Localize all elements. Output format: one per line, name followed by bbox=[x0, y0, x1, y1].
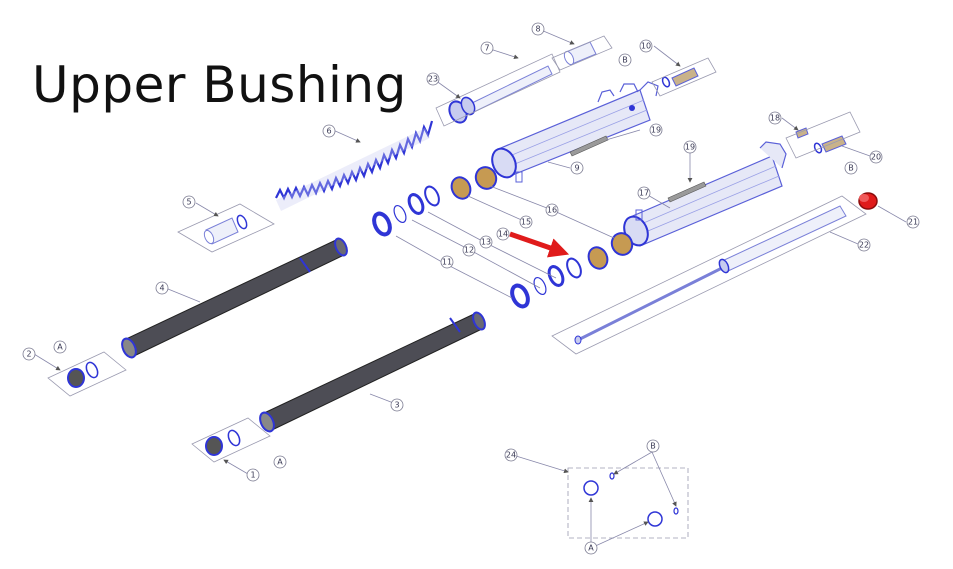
callout-b-right: B bbox=[844, 161, 858, 175]
callout-6: 6 bbox=[322, 124, 336, 138]
callout-2: 2 bbox=[22, 347, 36, 361]
upper-leg-9 bbox=[491, 81, 659, 183]
svg-text:22: 22 bbox=[859, 241, 869, 250]
lower-tube-4 bbox=[121, 237, 348, 359]
decal-19b bbox=[667, 181, 707, 203]
svg-text:1: 1 bbox=[250, 471, 255, 480]
callout-18: 18 bbox=[768, 111, 782, 125]
ring-upper bbox=[424, 185, 440, 207]
svg-text:18: 18 bbox=[770, 114, 780, 123]
callout-10: 10 bbox=[639, 39, 653, 53]
bottom-nut-1 bbox=[205, 429, 241, 456]
svg-text:14: 14 bbox=[498, 230, 508, 239]
svg-text:2: 2 bbox=[26, 350, 31, 359]
callout-21: 21 bbox=[906, 215, 920, 229]
svg-text:A: A bbox=[588, 544, 594, 553]
kit-24-box bbox=[567, 467, 689, 539]
callout-12: 12 bbox=[462, 243, 476, 257]
callout-14: 14 bbox=[496, 227, 510, 241]
svg-text:B: B bbox=[650, 442, 656, 451]
svg-text:A: A bbox=[57, 343, 63, 352]
clip-12-upper bbox=[393, 204, 407, 224]
washer-13-upper bbox=[407, 193, 425, 215]
callout-5: 5 bbox=[182, 195, 196, 209]
svg-text:B: B bbox=[848, 164, 854, 173]
callout-9: 9 bbox=[570, 161, 584, 175]
part-5 bbox=[203, 214, 248, 245]
callout-16: 16 bbox=[545, 203, 559, 217]
svg-text:5: 5 bbox=[186, 198, 191, 207]
svg-text:6: 6 bbox=[326, 127, 331, 136]
callout-11: 11 bbox=[440, 255, 454, 269]
diagram-title: Upper Bushing bbox=[32, 56, 407, 114]
callout-8: 8 bbox=[531, 22, 545, 36]
svg-text:A: A bbox=[277, 458, 283, 467]
callout-1: 1 bbox=[246, 468, 260, 482]
part-21-highlighted bbox=[858, 192, 878, 210]
callout-3: 3 bbox=[390, 398, 404, 412]
callout-24: 24 bbox=[504, 448, 518, 462]
washer-13-lower bbox=[547, 265, 565, 287]
callout-4: 4 bbox=[155, 281, 169, 295]
svg-text:19: 19 bbox=[651, 126, 661, 135]
callout-17: 17 bbox=[637, 186, 651, 200]
svg-text:17: 17 bbox=[639, 189, 649, 198]
callout-7: 7 bbox=[480, 41, 494, 55]
bottom-nut-2 bbox=[67, 361, 99, 388]
svg-text:15: 15 bbox=[521, 218, 531, 227]
damper-rod-22 bbox=[574, 205, 847, 345]
svg-text:12: 12 bbox=[464, 246, 474, 255]
svg-text:16: 16 bbox=[547, 206, 557, 215]
svg-text:7: 7 bbox=[484, 44, 489, 53]
svg-text:24: 24 bbox=[506, 451, 516, 460]
top-cap-8 bbox=[563, 41, 597, 66]
svg-text:13: 13 bbox=[481, 238, 491, 247]
upper-bushing-14 bbox=[587, 246, 609, 270]
svg-text:20: 20 bbox=[871, 153, 881, 162]
spring-6 bbox=[275, 120, 434, 211]
svg-text:9: 9 bbox=[574, 164, 579, 173]
callout-13: 13 bbox=[479, 235, 493, 249]
callout-19-upper: 19 bbox=[649, 123, 663, 137]
bushing-15-upper bbox=[450, 176, 472, 200]
part-boxes bbox=[47, 35, 867, 463]
svg-text:21: 21 bbox=[908, 218, 918, 227]
bushing-16-upper bbox=[474, 166, 498, 190]
leader-lines bbox=[33, 29, 907, 549]
clip-12-lower bbox=[533, 276, 547, 296]
seal-11-lower bbox=[510, 283, 530, 309]
svg-text:3: 3 bbox=[394, 401, 399, 410]
svg-text:4: 4 bbox=[159, 284, 164, 293]
part-10 bbox=[661, 67, 699, 88]
lower-tube-3 bbox=[259, 311, 486, 433]
ring-lower bbox=[566, 257, 582, 279]
callout-23: 23 bbox=[426, 72, 440, 86]
callout-20: 20 bbox=[869, 150, 883, 164]
callout-15: 15 bbox=[519, 215, 533, 229]
seal-11-upper bbox=[372, 211, 392, 237]
bushing-16-lower bbox=[610, 232, 634, 256]
svg-text:10: 10 bbox=[641, 42, 651, 51]
callout-a-left: A bbox=[53, 340, 67, 354]
callout-22: 22 bbox=[857, 238, 871, 252]
svg-text:11: 11 bbox=[442, 258, 452, 267]
callout-b-top: B bbox=[618, 53, 632, 67]
svg-text:8: 8 bbox=[535, 25, 540, 34]
callout-b-kit: B bbox=[646, 439, 660, 453]
svg-text:B: B bbox=[622, 56, 628, 65]
callout-a-bottom: A bbox=[273, 455, 287, 469]
callout-a-kit: A bbox=[584, 541, 598, 555]
svg-text:19: 19 bbox=[685, 143, 695, 152]
svg-text:23: 23 bbox=[428, 75, 438, 84]
callout-19-lower: 19 bbox=[683, 140, 697, 154]
part-20 bbox=[813, 135, 847, 154]
decal-19a bbox=[569, 135, 609, 157]
highlight-arrow bbox=[509, 231, 570, 258]
cartridge-7-23 bbox=[448, 65, 553, 124]
